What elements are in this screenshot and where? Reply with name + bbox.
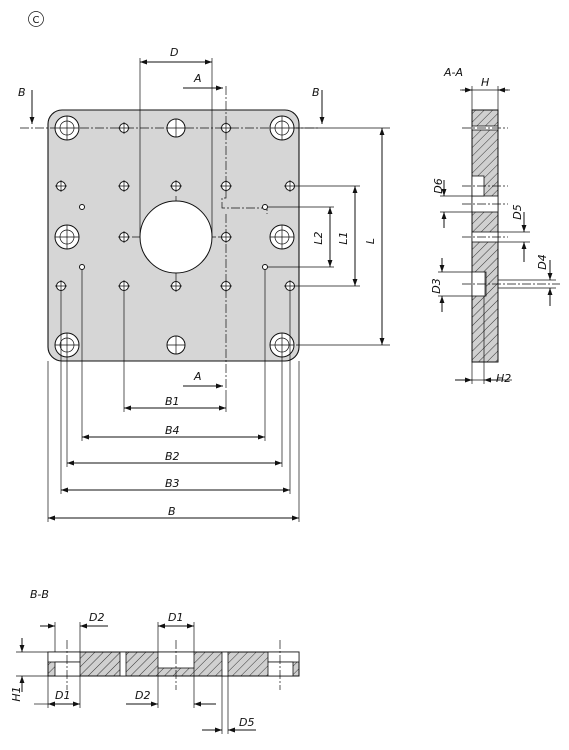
section-bb-label: B-B	[30, 588, 49, 601]
dim-b-label: B	[168, 505, 176, 518]
section-bb-view: B-B H1 D2 D1 D1	[10, 588, 300, 734]
dim-b4-label: B4	[165, 424, 180, 437]
dimension-extension-lines	[47, 270, 300, 522]
dim-d4-label: D4	[536, 254, 549, 269]
dim-l-label: L	[364, 238, 377, 244]
cut-label-b-left: B	[18, 86, 26, 99]
cut-label-a-bottom: A	[193, 370, 202, 383]
hole-center-marks	[55, 116, 296, 357]
dim-d1-top-label: D1	[168, 611, 183, 624]
dim-d5-bottom-label: D5	[239, 716, 254, 729]
dim-b3-label: B3	[165, 477, 180, 490]
figure-marker: C	[28, 11, 44, 27]
section-aa-label: A-A	[443, 66, 463, 79]
dim-d5-label: D5	[511, 204, 524, 219]
dim-d-label: D	[170, 46, 178, 59]
dim-d2-bottom-label: D2	[135, 689, 150, 702]
dim-d2-top-label: D2	[89, 611, 104, 624]
dim-l1-label: L1	[337, 231, 350, 244]
top-view: B B A A	[18, 46, 390, 522]
dim-h1-label: H1	[10, 686, 23, 701]
section-aa-view: A-A H H2 D6	[430, 66, 560, 385]
figure-marker-text: C	[33, 15, 40, 26]
dim-d1-bottom-label: D1	[55, 689, 70, 702]
cut-label-a-top: A	[193, 72, 202, 85]
dim-b2-label: B2	[165, 450, 180, 463]
cut-label-b-right: B	[312, 86, 320, 99]
dim-h2-label: H2	[496, 372, 511, 385]
dim-b1-label: B1	[165, 395, 180, 408]
dim-l2-label: L2	[312, 231, 325, 244]
dim-d3-label: D3	[430, 278, 443, 293]
center-bore	[139, 200, 213, 274]
dim-d6-label: D6	[432, 178, 445, 193]
dim-h-label: H	[481, 76, 489, 89]
